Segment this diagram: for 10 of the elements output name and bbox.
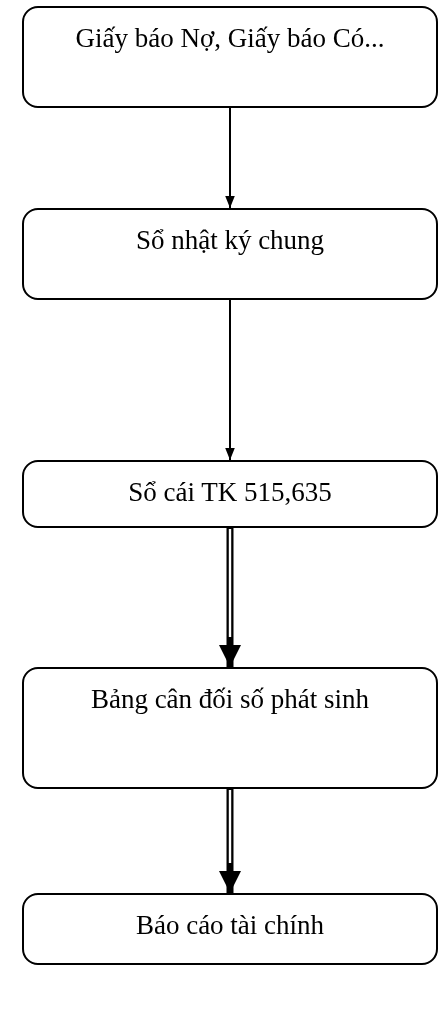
box-label: Báo cáo tài chính <box>135 910 325 940</box>
process-box <box>22 460 438 528</box>
process-box <box>22 6 438 108</box>
process-box <box>22 893 438 965</box>
process-box <box>22 667 438 789</box>
box-label: Sổ cái TK 515,635 <box>128 477 332 507</box>
box-label: Giấy báo Nợ, Giấy báo Có... <box>75 23 385 53</box>
process-box <box>22 208 438 300</box>
box-label: Bảng cân đối số phát sinh <box>90 684 370 714</box>
box-label: Sổ nhật ký chung <box>135 225 325 255</box>
